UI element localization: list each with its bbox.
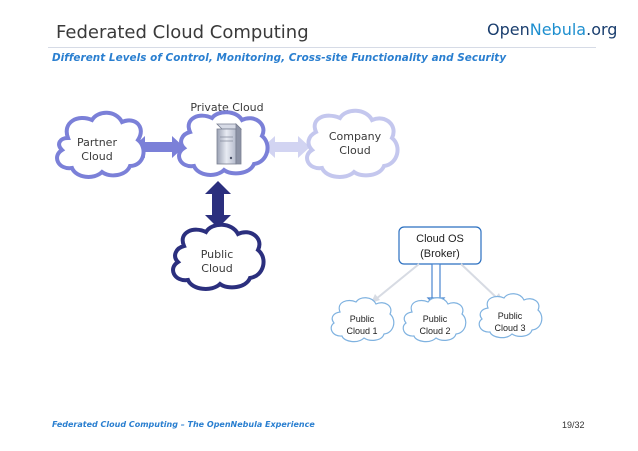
public-cloud-3: Public Cloud 3 [478, 293, 543, 339]
partner-private-arrow [133, 136, 184, 158]
public-cloud-3-shape [478, 293, 543, 339]
public-cloud: Public Cloud [171, 222, 266, 291]
footer-caption: Federated Cloud Computing – The OpenNebu… [52, 420, 315, 429]
connector-to-cloud-3 [460, 263, 499, 300]
public-cloud-1: Public Cloud 1 [330, 297, 395, 343]
company-cloud-line2: Cloud [339, 144, 370, 157]
partner-cloud-shape [55, 110, 146, 179]
company-cloud-line1: Company [329, 130, 382, 143]
opennebula-logo: OpenNebula.org [487, 20, 617, 39]
slide-subtitle: Different Levels of Control, Monitoring,… [52, 52, 507, 64]
page-title: Federated Cloud Computing [56, 22, 309, 43]
public-cloud-2-line2: Cloud 2 [419, 326, 450, 336]
public-cloud-1-line2: Cloud 1 [346, 326, 377, 336]
partner-cloud-line1: Partner [77, 136, 117, 149]
page-number: 19/32 [562, 420, 585, 430]
partner-cloud-line2: Cloud [81, 150, 112, 163]
public-cloud-line1: Public [201, 248, 234, 261]
private-company-arrow [263, 136, 310, 158]
partner-cloud: Partner Cloud [55, 110, 146, 179]
connector-to-cloud-1 [375, 263, 420, 300]
broker-line2: (Broker) [420, 248, 460, 260]
public-cloud-1-shape [330, 297, 395, 343]
server-icon [216, 123, 242, 165]
public-cloud-line2: Cloud [201, 262, 232, 275]
broker-line1: Cloud OS [416, 233, 464, 245]
public-cloud-2-line1: Public [423, 314, 448, 324]
public-cloud-1-line1: Public [350, 314, 375, 324]
connector-to-cloud-2 [431, 263, 441, 299]
logo-word-nebula: Nebula [529, 20, 587, 39]
company-cloud: Company Cloud [305, 108, 400, 179]
logo-dot: . [586, 20, 592, 39]
logo-word-open: Open [487, 20, 530, 39]
public-cloud-2-shape [402, 297, 467, 343]
private-cloud [177, 110, 270, 177]
cloud-os-broker: Cloud OS (Broker) [398, 226, 482, 265]
header-divider [48, 47, 596, 48]
public-cloud-2: Public Cloud 2 [402, 297, 467, 343]
logo-tld: org [591, 20, 618, 39]
private-cloud-label: Private Cloud [190, 101, 263, 114]
public-cloud-shape [171, 222, 266, 291]
private-public-arrow [205, 181, 231, 228]
public-cloud-3-line2: Cloud 3 [494, 323, 525, 333]
company-cloud-shape [305, 108, 400, 179]
public-cloud-3-line1: Public [498, 311, 523, 321]
